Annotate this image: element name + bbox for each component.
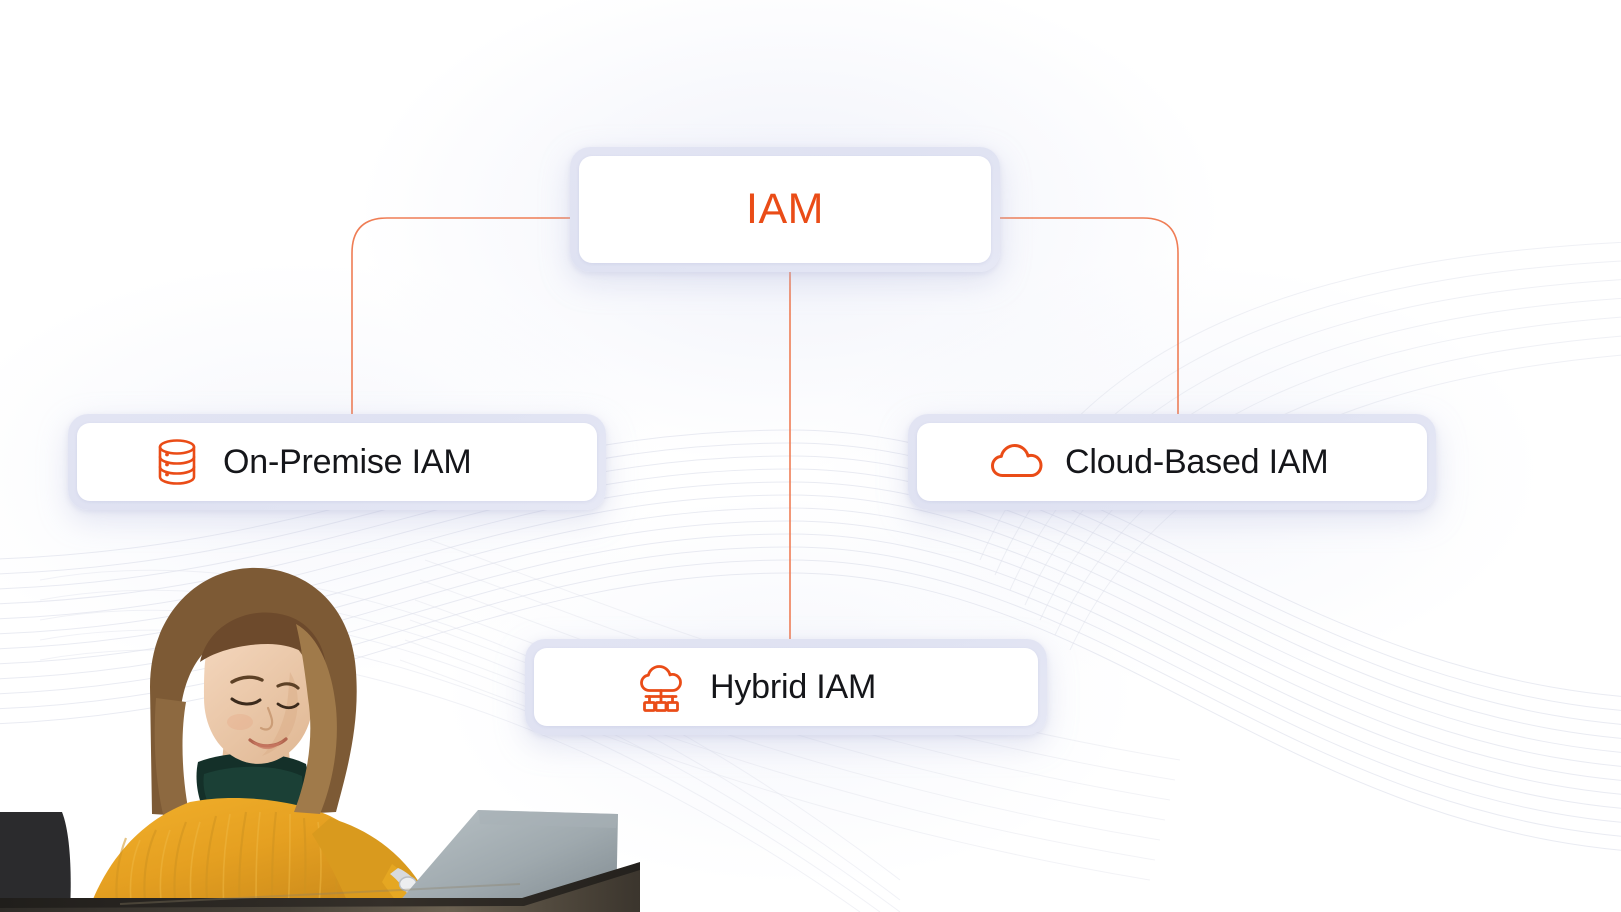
connector-iam-to-cloud <box>999 217 1179 415</box>
node-on-premise-card: On-Premise IAM <box>77 423 597 501</box>
hybrid-cloud-network-icon <box>634 659 690 715</box>
node-iam-label: IAM <box>746 185 824 233</box>
node-on-premise[interactable]: On-Premise IAM <box>68 414 606 510</box>
database-icon <box>153 436 201 488</box>
node-cloud-based-card: Cloud-Based IAM <box>917 423 1427 501</box>
node-on-premise-label: On-Premise IAM <box>223 442 472 481</box>
node-iam[interactable]: IAM <box>570 147 1000 272</box>
node-hybrid-card: Hybrid IAM <box>534 648 1038 726</box>
cloud-icon <box>989 442 1045 482</box>
node-hybrid[interactable]: Hybrid IAM <box>525 639 1047 735</box>
node-hybrid-label: Hybrid IAM <box>710 667 877 706</box>
node-cloud-based-label: Cloud-Based IAM <box>1065 442 1329 481</box>
node-cloud-based[interactable]: Cloud-Based IAM <box>908 414 1436 510</box>
node-iam-card: IAM <box>579 156 991 263</box>
connector-iam-to-onpremise <box>351 217 571 415</box>
